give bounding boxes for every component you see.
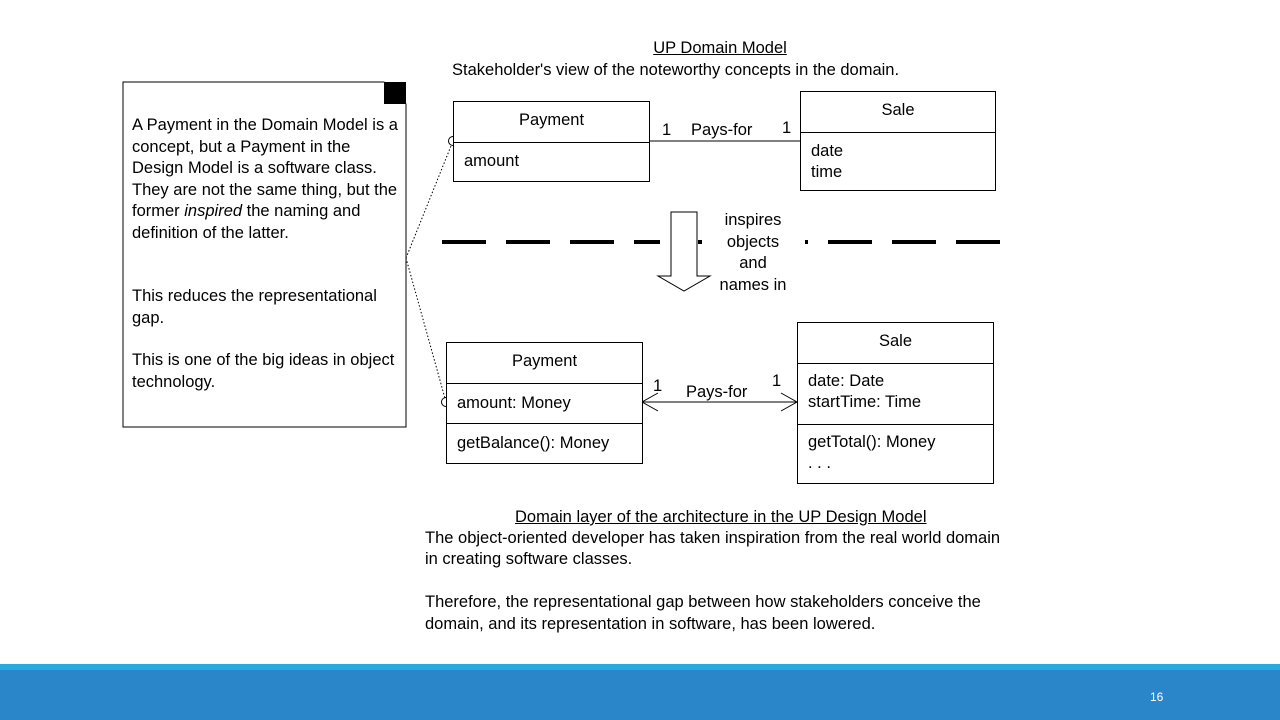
- slide-number: 16: [1150, 690, 1164, 704]
- design-para-1-line-1: The object-oriented developer has taken …: [425, 529, 1001, 547]
- domain-mult-left: 1: [662, 121, 672, 139]
- class-name: Sale: [878, 332, 913, 350]
- footer-bar: [0, 670, 1280, 720]
- design-model-title: Domain layer of the architecture in the …: [515, 508, 927, 526]
- attribute: date: Date: [808, 372, 885, 390]
- design-para-2-line-2: domain, and its representation in softwa…: [425, 615, 876, 633]
- domain-mult-right: 1: [782, 119, 792, 137]
- domain-sale-class: Sale date time: [800, 91, 996, 191]
- attribute: amount: Money: [457, 394, 571, 412]
- domain-model-subtitle: Stakeholder's view of the noteworthy con…: [452, 61, 900, 79]
- domain-payment-class: Payment amount: [453, 101, 650, 182]
- note-fold-fill: [384, 82, 406, 104]
- note-connector-top: [405, 140, 454, 259]
- attribute: date: [811, 142, 844, 160]
- domain-assoc-label: Pays-for: [691, 121, 753, 139]
- design-assoc-label: Pays-for: [686, 383, 748, 401]
- inspires-line: and: [739, 254, 767, 272]
- inspires-arrow-icon: [656, 211, 712, 292]
- note-box-outline: [122, 81, 407, 428]
- inspires-line: inspires: [724, 211, 782, 229]
- design-para-1-line-2: in creating software classes.: [425, 550, 633, 568]
- class-name: Payment: [518, 111, 585, 129]
- inspires-line: names in: [719, 275, 787, 294]
- note-para-3: This is one of the big ideas in object t…: [132, 351, 395, 391]
- note-para-2: This reduces the representational gap.: [132, 287, 377, 327]
- attribute: amount: [464, 152, 520, 170]
- note-connector-bottom: [405, 257, 447, 403]
- operation: getTotal(): Money: [808, 433, 936, 451]
- class-name: Payment: [511, 352, 578, 370]
- operation: getBalance(): Money: [457, 434, 610, 452]
- inspires-line: objects: [726, 232, 780, 251]
- attribute: startTime: Time: [808, 393, 922, 411]
- design-sale-class: Sale date: Date startTime: Time getTotal…: [797, 322, 994, 484]
- design-mult-left: 1: [653, 377, 663, 395]
- class-name: Sale: [881, 101, 915, 119]
- note-text: the naming and definition of the latter.: [132, 202, 361, 242]
- note-italic: inspired: [184, 202, 243, 220]
- attribute: time: [811, 163, 843, 181]
- note-text: A Payment in the Domain Model is a conce…: [132, 116, 398, 220]
- design-para-2-line-1: Therefore, the representational gap betw…: [425, 593, 981, 611]
- domain-model-title: UP Domain Model: [653, 39, 787, 57]
- footer-accent-bar: [0, 664, 1280, 670]
- note-para-1: A Payment in the Domain Model is a conce…: [132, 115, 404, 244]
- operation: . . .: [808, 454, 831, 472]
- design-payment-class: Payment amount: Money getBalance(): Mone…: [446, 342, 643, 464]
- design-mult-right: 1: [772, 372, 782, 390]
- inspires-label: inspires objects and names in: [708, 210, 798, 296]
